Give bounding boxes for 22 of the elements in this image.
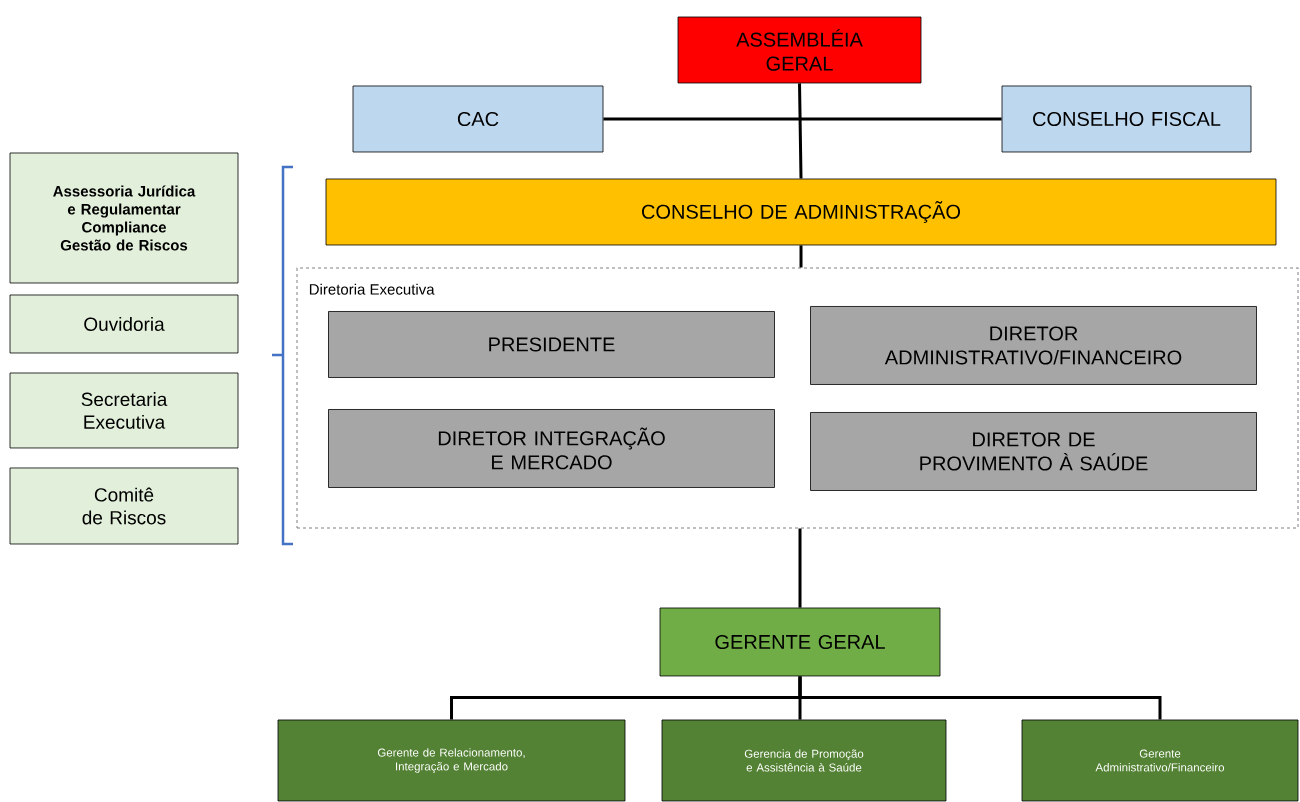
org-box: CONSELHO DE ADMINISTRAÇÃO: [325, 178, 1277, 246]
org-box: Gerencia de Promoção e Assistência à Saúde: [661, 719, 947, 802]
side-box: Secretaria Executiva: [9, 372, 239, 449]
connector-line: [799, 117, 1002, 121]
org-box: Gerente Administrativo/Financeiro: [1021, 719, 1299, 802]
org-box: ASSEMBLÉIA GERAL: [677, 16, 922, 84]
org-box: DIRETOR INTEGRAÇÃO E MERCADO: [328, 409, 775, 488]
org-box: CAC: [352, 85, 604, 153]
org-box: DIRETOR ADMINISTRATIVO/FINANCEIRO: [810, 306, 1257, 385]
connector-line: [798, 83, 803, 179]
side-box: Ouvidoria: [9, 294, 239, 354]
connector-line: [799, 245, 803, 268]
org-box: GERENTE GERAL: [659, 607, 941, 677]
connector-line: [798, 676, 1162, 720]
org-box: DIRETOR DE PROVIMENTO À SAÚDE: [810, 412, 1257, 491]
side-box: Assessoria Jurídica e Regulamentar Compliance Gestão de Riscos: [9, 152, 239, 284]
org-box: Gerente de Relacionamento, Integração e Mercado: [277, 719, 626, 802]
org-box: CONSELHO FISCAL: [1001, 85, 1252, 153]
side-box: Comitê de Riscos: [9, 467, 239, 545]
connector-line: [603, 117, 800, 121]
org-box: PRESIDENTE: [328, 311, 775, 378]
connector-line: [798, 528, 802, 608]
